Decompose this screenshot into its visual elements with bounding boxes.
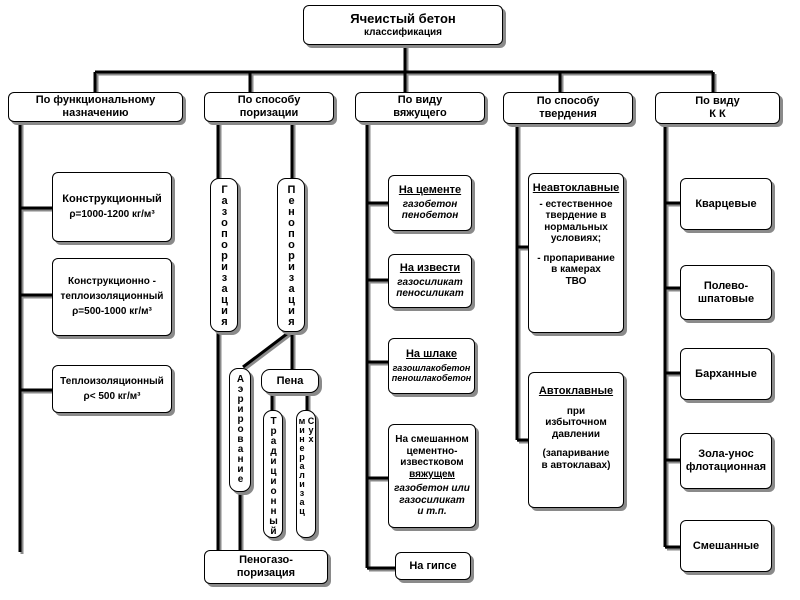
root-title: Ячеистый бетон [350,10,456,26]
binder-item-example: газобетон [402,198,458,210]
binder-item: На шлаке газошлакобетон пеношлакобетон [388,338,475,394]
binder-item-title-line: вяжущем [409,468,455,480]
kk-item: Смешанные [680,520,772,572]
binder-item: На гипсе [395,552,471,580]
functional-item-name2: теплоизоляционный [60,290,164,302]
binder-item-title: На цементе [398,184,462,197]
kk-item-label: флотационная [685,461,767,473]
foam-gas-porization-node: Пеногазо- поризация [204,550,328,584]
binder-item-title-line: На смешанном [395,434,469,446]
functional-item: Конструкционно - теплоизоляционный ρ=500… [52,258,172,336]
functional-item: Теплоизоляционный ρ< 500 кг/м³ [52,365,172,413]
binder-item-title-line: известковом [400,457,464,469]
header-functional-line2: назначению [62,107,129,119]
non-autoclave-line: твердение в [545,210,607,222]
header-binder: По виду вяжущего [355,92,485,122]
autoclave-node: Автоклавные при избыточном давлении (зап… [528,372,624,508]
kk-item: Полево- шпатовые [680,265,772,320]
root-node: Ячеистый бетон классификация [303,5,503,45]
kk-item: Зола-унос флотационная [680,433,772,489]
autoclave-line: давлении [551,428,601,440]
binder-item-title: На шлаке [405,348,457,361]
header-kk-line2: К К [709,108,726,120]
kk-item-label: Кварцевые [695,197,757,210]
kk-item: Кварцевые [680,178,772,230]
dry-mineralization-node: Сух минерализац [296,410,316,538]
binder-item-example: пеношлакобетон [391,373,472,384]
header-functional: По функциональному назначению [8,92,183,122]
foam-porization-node: Пенопоризация [277,178,305,332]
kk-item-label: шпатовые [697,292,755,305]
autoclave-line: (запаривание [542,448,610,460]
foam-porization-label: Пенопоризация [285,184,298,327]
non-autoclave-line: нормальных [544,221,608,233]
header-porization-line2: поризации [239,107,299,119]
traditional-label: Традиционный [268,416,279,536]
binder-item: На цементе газобетон пенобетон [388,175,472,231]
non-autoclave-line: ТВО [565,275,587,287]
functional-item-density: ρ=500-1000 кг/м³ [72,306,152,318]
functional-item-name: Конструкционный [62,193,162,206]
header-functional-line1: По функциональному [35,94,156,107]
kk-item: Барханные [680,348,772,400]
autoclave-title: Автоклавные [538,385,614,397]
non-autoclave-line: в камерах [551,264,601,276]
aeration-node: Аэрирование [229,368,251,492]
foam-label: Пена [276,374,304,387]
binder-item-example: газосиликат [399,494,465,506]
functional-item-name: Конструкционно - [68,276,156,288]
dry-mineralization-label: Сух минерализац [297,416,316,515]
kk-item-label: Зола-унос [698,448,754,461]
non-autoclave-line: - пропаривание [537,252,615,264]
non-autoclave-node: Неавтоклавные - естественное твердение в… [528,173,624,333]
functional-item-density: ρ< 500 кг/м³ [83,391,141,402]
autoclave-line: в автоклавах) [541,459,611,471]
autoclave-line: избыточном [545,417,607,429]
binder-item-example: газошлакобетон [392,362,471,373]
binder-item: На смешанном цементно- известковом вяжущ… [388,424,476,528]
non-autoclave-line: условиях; [550,233,602,245]
binder-item-example: и т.п. [417,506,447,518]
binder-item-example: газосиликат [397,276,463,288]
header-kk-line1: По виду [695,95,740,108]
foam-node: Пена [261,369,319,393]
functional-item-name: Теплоизоляционный [60,375,164,387]
header-porization-line1: По способу [237,94,301,107]
foam-gas-line2: поризация [236,567,296,579]
kk-item-label: Смешанные [692,539,760,552]
header-binder-line2: вяжущего [393,107,447,119]
header-hardening: По способу твердения [503,92,633,124]
binder-item-title: На гипсе [409,559,457,572]
binder-item-example: пенобетон [401,210,459,222]
foam-gas-line1: Пеногазо- [239,554,293,567]
binder-item-example: пеносиликат [396,288,464,300]
non-autoclave-line: - естественное [539,198,613,210]
non-autoclave-title: Неавтоклавные [532,182,620,194]
header-porization: По способу поризации [204,92,334,122]
kk-item-label: Полево- [703,279,749,292]
binder-item-example: газобетон или [394,483,470,495]
binder-item-title: На извести [399,262,461,275]
gas-porization-node: Газопоризация [210,178,238,332]
kk-item-label: Барханные [695,367,757,380]
aeration-label: Аэрирование [235,374,246,484]
gas-porization-label: Газопоризация [218,184,231,327]
binder-item: На извести газосиликат пеносиликат [388,254,472,308]
header-kk: По виду К К [655,92,780,124]
autoclave-line: при [566,405,586,417]
root-subtitle: классификация [364,26,442,38]
functional-item-density: ρ=1000-1200 кг/м³ [69,209,155,221]
binder-item-title-line: цементно- [406,445,458,457]
connectors [18,44,715,570]
header-binder-line1: По виду [397,94,443,107]
traditional-node: Традиционный [263,410,283,538]
header-hardening-line1: По способу [536,95,600,108]
header-hardening-line2: твердения [539,108,597,120]
functional-item: Конструкционный ρ=1000-1200 кг/м³ [52,172,172,242]
